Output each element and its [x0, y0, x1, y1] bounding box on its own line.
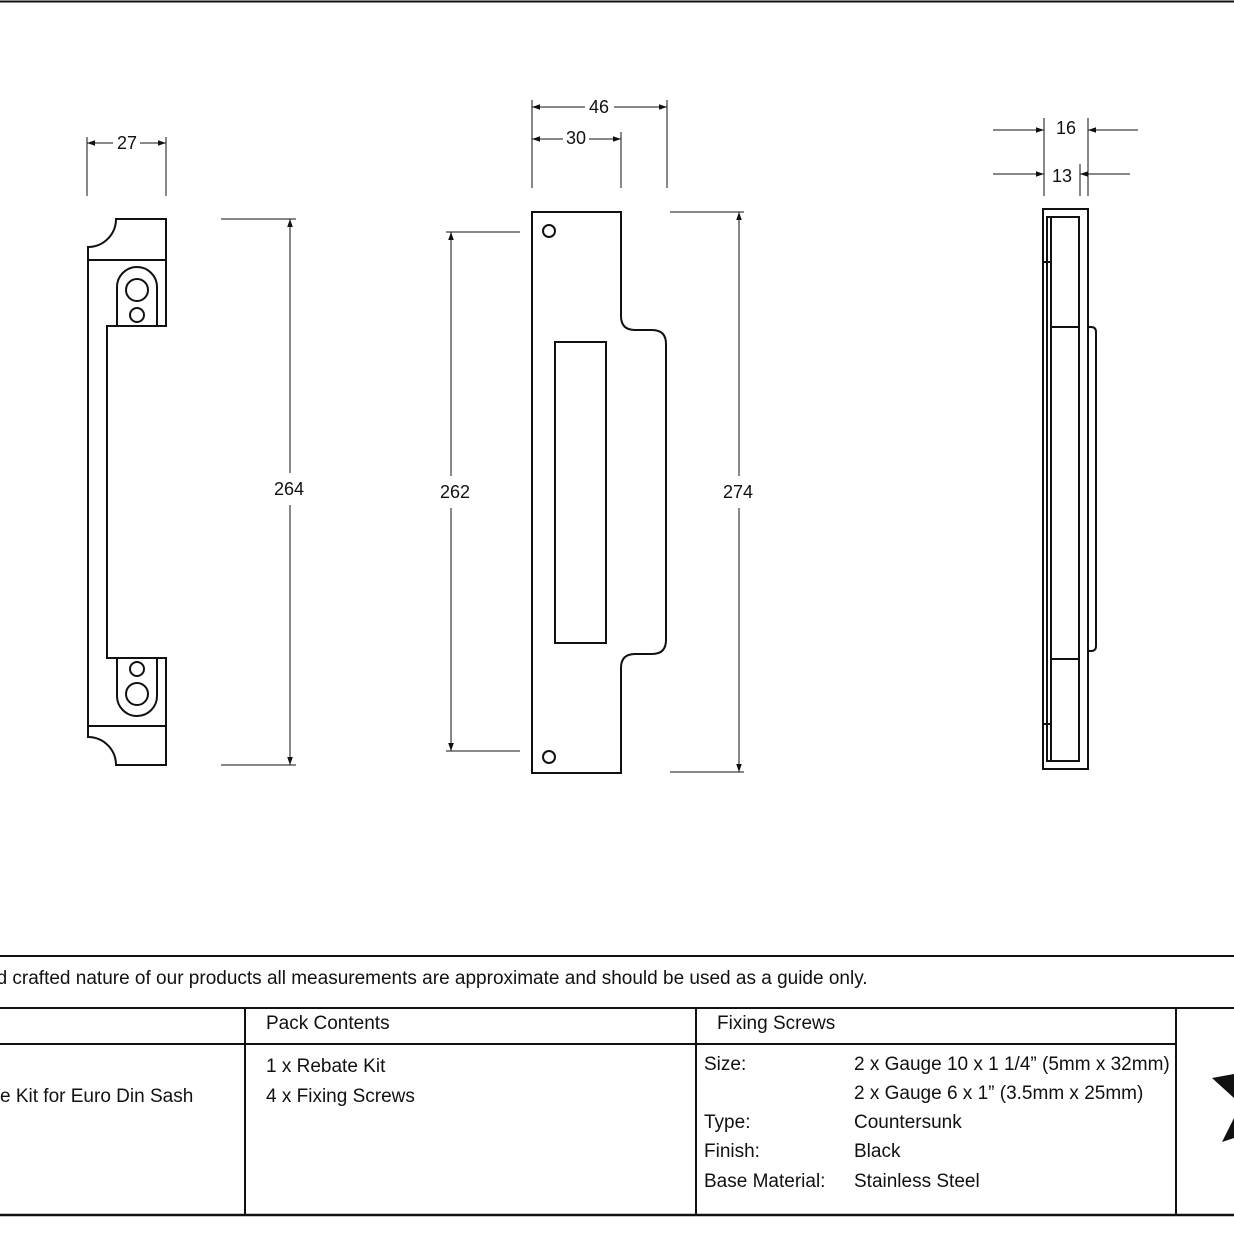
screw-slot-top: [116, 266, 158, 326]
strike-plate-view: [531, 211, 667, 774]
pack-item: 1 x Rebate Kit: [266, 1056, 386, 1077]
frame-height-label: 264: [274, 479, 304, 499]
frame-width-label: 27: [117, 133, 137, 153]
screw-hole-small-bottom: [129, 661, 145, 677]
material-label: Base Material:: [704, 1171, 826, 1192]
plate-height-left-label: 262: [440, 482, 470, 502]
plate-height-right-label: 274: [723, 482, 753, 502]
pack-contents-header: Pack Contents: [266, 1013, 390, 1034]
pack-item: 4 x Fixing Screws: [266, 1086, 415, 1107]
rebate-frame-outline: [87, 218, 167, 766]
size-label: Size:: [704, 1054, 747, 1075]
dimension-plate-height-left: [446, 231, 520, 752]
dimension-plate-width-outer: [531, 100, 668, 188]
side-profile-outer: [1042, 208, 1089, 770]
screw-hole-top: [542, 224, 556, 238]
plate-inner-width-label: 30: [566, 128, 586, 148]
side-depth-outer-label: 16: [1056, 118, 1076, 138]
finish-label: Finish:: [704, 1141, 760, 1162]
plate-outer-width-label: 46: [589, 97, 609, 117]
brand-logo-fragment: [1212, 1074, 1234, 1142]
dimension-frame-height: [221, 218, 296, 766]
screw-hole-small-top: [129, 307, 145, 323]
size-value: 2 x Gauge 10 x 1 1/4” (5mm x 32mm): [854, 1054, 1170, 1075]
side-depth-inner-label: 13: [1052, 166, 1072, 186]
measurement-disclaimer: nd crafted nature of our products all me…: [0, 968, 1234, 990]
latch-slot: [554, 341, 607, 644]
type-label: Type:: [704, 1112, 751, 1133]
dimension-frame-width: [86, 137, 167, 196]
size-value: 2 x Gauge 6 x 1” (3.5mm x 25mm): [854, 1083, 1144, 1104]
screw-hole-bottom: [542, 750, 556, 764]
screw-hole-large-bottom: [125, 682, 149, 706]
disclaimer-text: nd crafted nature of our products all me…: [0, 968, 868, 989]
side-profile-view: [1042, 208, 1097, 770]
material-value: Stainless Steel: [854, 1171, 980, 1192]
screw-slot-bottom: [116, 658, 158, 717]
dimension-depth-outer: [993, 118, 1138, 196]
rebate-frame-view: [87, 218, 167, 766]
type-value: Countersunk: [854, 1112, 962, 1133]
fixing-screws-header: Fixing Screws: [717, 1013, 836, 1034]
finish-value: Black: [854, 1141, 901, 1162]
strike-plate-outline: [531, 211, 667, 774]
screw-hole-large-top: [125, 278, 149, 302]
side-profile-inner: [1046, 216, 1080, 762]
info-table-grid: [0, 955, 1234, 1217]
dimension-plate-width-inner: [532, 132, 622, 188]
side-profile-tab: [1088, 326, 1097, 652]
dimension-plate-height-right: [670, 211, 744, 773]
product-description: e Kit for Euro Din Sash: [0, 1086, 194, 1107]
